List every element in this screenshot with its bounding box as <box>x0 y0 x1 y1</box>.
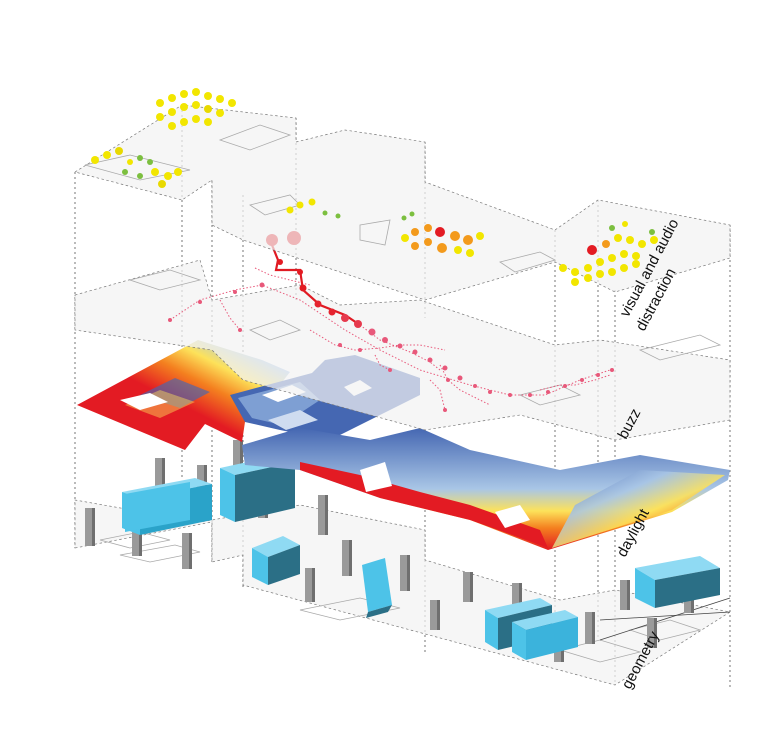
column <box>647 618 657 648</box>
buzz-node <box>238 328 242 332</box>
buzz-node <box>528 393 532 397</box>
furniture-block <box>512 610 578 660</box>
column <box>585 612 595 644</box>
column <box>305 568 315 602</box>
column <box>318 495 328 535</box>
buzz-node <box>412 349 418 355</box>
column <box>182 533 192 569</box>
column <box>85 508 95 546</box>
buzz-node <box>446 378 450 382</box>
buzz-node <box>338 343 342 347</box>
column <box>342 540 352 576</box>
buzz-node <box>388 368 392 372</box>
buzz-floor-plate <box>74 259 731 441</box>
furniture-blocks <box>122 455 720 660</box>
buzz-node <box>354 320 362 328</box>
buzz-node <box>508 393 512 397</box>
marker-cluster <box>91 147 182 188</box>
buzz-node <box>442 365 448 371</box>
buzz-node <box>259 282 265 288</box>
buzz-node <box>341 314 349 322</box>
buzz-node <box>382 337 388 343</box>
column <box>155 458 165 488</box>
buzz-node <box>358 348 362 352</box>
buzz-node <box>610 368 614 372</box>
buzz-node <box>563 384 567 388</box>
column <box>233 440 243 470</box>
buzz-node <box>397 343 403 349</box>
buzz-node <box>368 328 376 336</box>
buzz-node <box>277 259 283 265</box>
distraction-floor-plate <box>74 104 731 301</box>
buzz-node <box>198 300 202 304</box>
distraction-markers <box>91 88 658 286</box>
furniture-block <box>362 558 392 618</box>
column <box>512 583 522 609</box>
buzz-node <box>299 284 307 292</box>
buzz-node <box>328 308 336 316</box>
buzz-node <box>473 384 477 388</box>
furniture-block <box>635 556 720 608</box>
buzz-node <box>314 300 322 308</box>
column <box>430 600 440 630</box>
buzz-node <box>427 357 433 363</box>
buzz-node <box>443 408 447 412</box>
buzz-node <box>168 318 172 322</box>
marker-cluster <box>286 198 484 257</box>
column <box>463 572 473 602</box>
marker-cluster <box>156 88 236 130</box>
column <box>400 555 410 591</box>
marker-cluster <box>559 221 658 286</box>
buzz-node <box>596 373 600 377</box>
buzz-node <box>580 378 584 382</box>
buzz-node <box>488 390 492 394</box>
buzz-node <box>297 269 303 275</box>
buzz-node <box>457 375 463 381</box>
buzz-node <box>233 290 237 294</box>
furniture-block <box>252 536 300 585</box>
furniture-block <box>122 478 212 535</box>
column <box>620 580 630 610</box>
buzz-node <box>546 390 550 394</box>
